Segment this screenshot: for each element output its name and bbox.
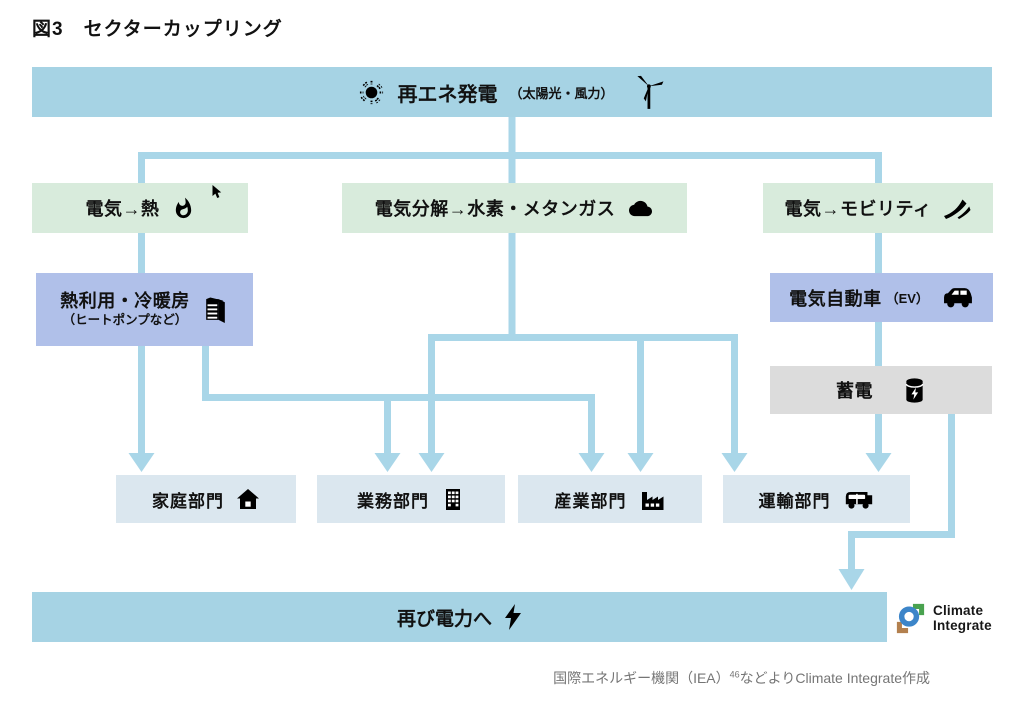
car-icon (941, 285, 974, 310)
connector-generation-distributor (138, 152, 882, 183)
storage-label: 蓄電 (836, 381, 873, 401)
renewable-generation-banner: 再エネ発電 （太陽光・風力） (32, 67, 992, 117)
mouse-cursor (212, 185, 223, 199)
conversion-box-heat: 電気→熱 (32, 183, 248, 233)
sector-box-transport: 運輸部門 (723, 475, 910, 523)
sector-commercial-label: 業務部門 (357, 491, 429, 511)
banner-sub-label: （太陽光・風力） (509, 85, 614, 101)
arrowhead (838, 569, 865, 590)
conversion-box-hydrogen: 電気分解→水素・メタンガス (342, 183, 687, 233)
sector-box-residential: 家庭部門 (116, 475, 296, 523)
sector-industry-label: 産業部門 (554, 491, 627, 511)
ev-box: 電気自動車 （EV） (770, 273, 993, 322)
cloud-icon (627, 197, 654, 220)
connector-hydrogen-branch (428, 334, 738, 453)
heat-use-label: 熱利用・冷暖房 (60, 291, 190, 312)
arrowhead (418, 453, 445, 472)
caption-suffix: などよりClimate Integrate作成 (739, 670, 930, 686)
arrowhead (578, 453, 605, 472)
arrowhead (128, 453, 155, 472)
house-icon (236, 487, 260, 511)
factory-icon (639, 488, 666, 511)
climate-integrate-logo-mark (893, 601, 928, 636)
lightning-bolt-icon (504, 604, 522, 630)
office-building-icon (441, 487, 465, 512)
bus-icon (843, 488, 875, 511)
heat-use-sub-label: （ヒートポンプなど） (62, 312, 188, 327)
road-icon (943, 196, 971, 220)
arrowhead (721, 453, 748, 472)
ev-sub-label: （EV） (885, 291, 929, 306)
back-to-power-label: 再び電力へ (396, 608, 492, 630)
source-caption: 国際エネルギー機関（IEA）46などよりClimate Integrate作成 (553, 668, 930, 688)
conversion-mobility-label: 電気→モビリティ (784, 199, 932, 219)
caption-footnote-number: 46 (729, 669, 740, 680)
heat-use-labels: 熱利用・冷暖房 （ヒートポンプなど） (60, 290, 190, 328)
conversion-heat-label: 電気→熱 (85, 199, 160, 219)
heat-use-box: 熱利用・冷暖房 （ヒートポンプなど） (36, 273, 253, 346)
sector-box-industry: 産業部門 (518, 475, 702, 523)
connector-storage-to-grid (848, 414, 955, 570)
battery-icon (903, 376, 926, 405)
sun-icon (358, 79, 385, 106)
flame-icon (172, 197, 195, 220)
climate-integrate-logo: Climate Integrate (893, 601, 992, 636)
climate-integrate-logo-text: Climate Integrate (933, 603, 992, 633)
hvac-unit-icon (202, 295, 229, 324)
arrowhead (374, 453, 401, 472)
connector-heatpump-branch (202, 346, 595, 453)
wind-turbine-icon (632, 73, 666, 111)
sector-transport-label: 運輸部門 (758, 491, 831, 511)
banner-label: 再エネ発電 (397, 83, 498, 106)
conversion-box-mobility: 電気→モビリティ (763, 183, 993, 233)
ev-label: 電気自動車 (789, 288, 882, 309)
arrowhead (865, 453, 892, 472)
arrowhead (627, 453, 654, 472)
sector-residential-label: 家庭部門 (152, 491, 224, 511)
storage-box: 蓄電 (770, 366, 992, 414)
figure-title: 図3 セクターカップリング (32, 19, 283, 40)
conversion-hydrogen-label: 電気分解→水素・メタンガス (374, 199, 616, 219)
caption-prefix: 国際エネルギー機関（IEA） (553, 670, 730, 686)
back-to-power-banner: 再び電力へ (32, 592, 887, 642)
sector-box-commercial: 業務部門 (317, 475, 505, 523)
